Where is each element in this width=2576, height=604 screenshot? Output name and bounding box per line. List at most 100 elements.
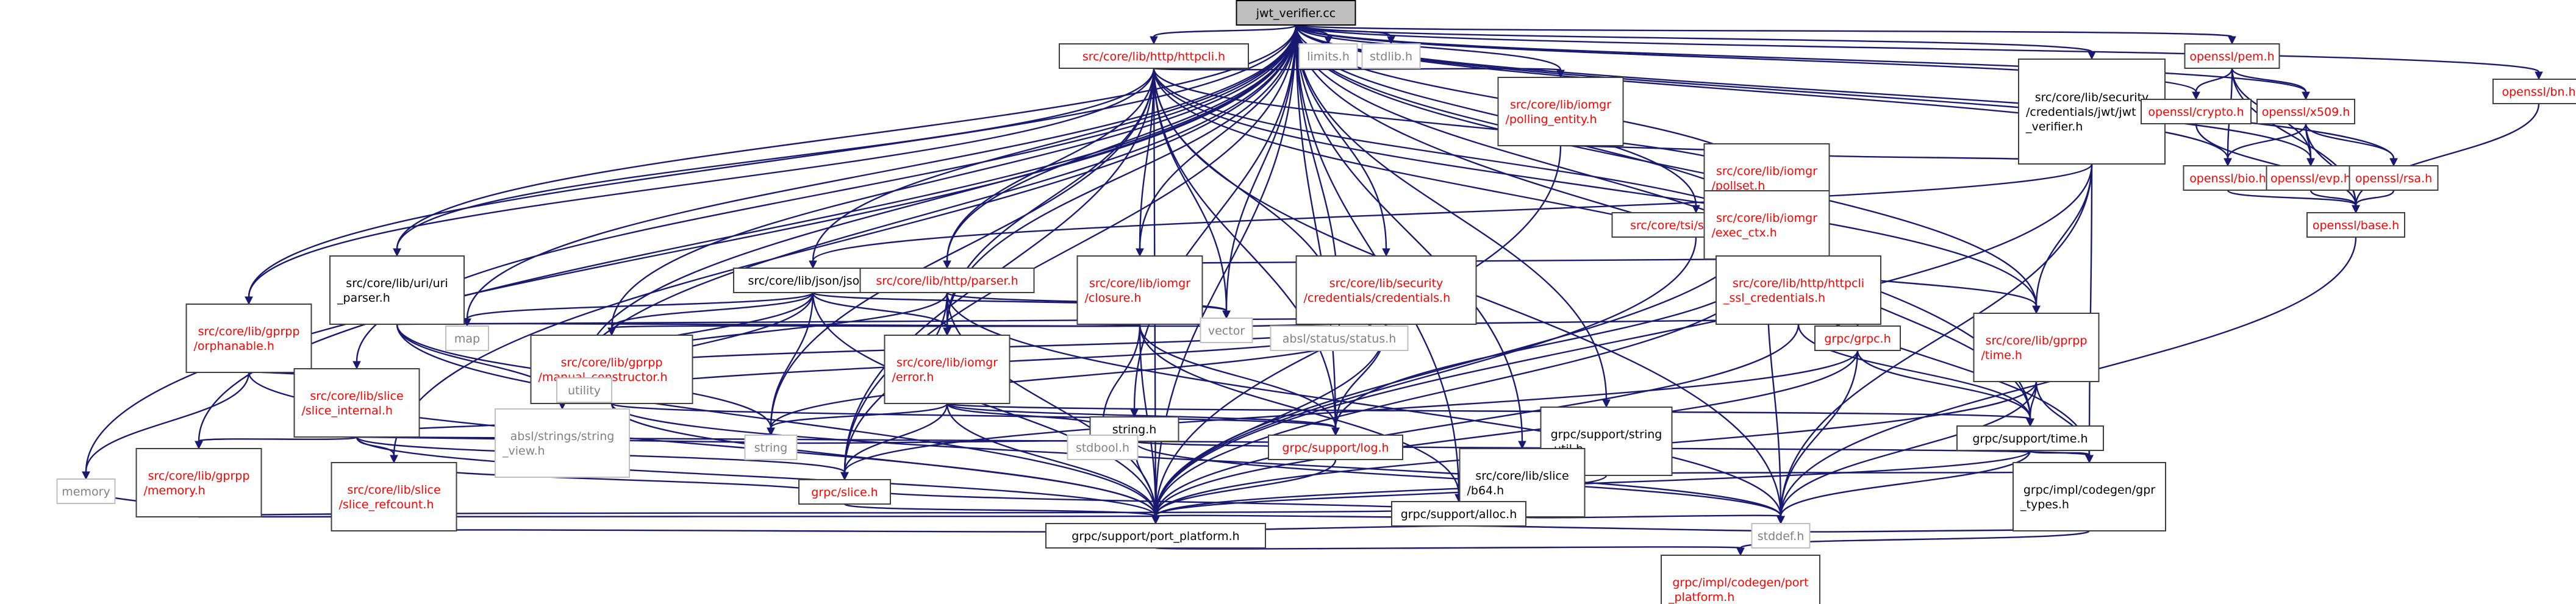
edge-arrowhead [809, 260, 817, 269]
node-openssl_bio_h[interactable]: openssl/bio.h [2183, 165, 2273, 191]
node-box [1716, 255, 1881, 325]
edge-json_h-to-manual_constructor_h [610, 292, 814, 329]
node-codegen_port_platform_h[interactable]: grpc/impl/codegen/port_platform.h [1661, 555, 1820, 604]
edge-http_parser_h-to-stddef_h [946, 292, 1782, 517]
edge-gprpp_memory_h-to-support_alloc_h [198, 508, 1460, 518]
node-box [2184, 43, 2280, 69]
edge-arrowhead [393, 248, 401, 257]
edge-jwt_verifier_cc-to-support_log_h [1295, 24, 1337, 428]
edge-grpc_grpc_h-to-port_platform_h [1154, 350, 1859, 517]
node-limits_h: limits.h [1298, 43, 1358, 69]
node-orphanable_h[interactable]: src/core/lib/gprpp/orphanable.h [185, 304, 312, 373]
node-closure_h[interactable]: src/core/lib/iomgr/closure.h [1076, 255, 1203, 325]
node-openssl_rsa_h[interactable]: openssl/rsa.h [2349, 165, 2439, 191]
node-label: limits.h [1307, 50, 1350, 63]
node-httpcli_h[interactable]: src/core/lib/http/httpcli.h [1059, 43, 1249, 69]
node-support_log_h[interactable]: grpc/support/log.h [1268, 435, 1403, 460]
node-box [185, 304, 312, 373]
node-label: src/core/lib/iomgr [896, 356, 998, 369]
edge-jwt_verifier_cc-to-grpc_slice_h [843, 24, 1297, 473]
edge-jwt_verifier_h-to-json_h [812, 163, 2093, 261]
node-http_parser_h[interactable]: src/core/lib/http/parser.h [859, 268, 1035, 293]
node-label: _view.h [502, 444, 545, 458]
edge-openssl_bio_h-to-openssl_base_h [2227, 189, 2357, 207]
node-grpc_slice_h[interactable]: grpc/slice.h [798, 479, 891, 505]
edge-jwt_verifier_cc-to-slice_b64_h [1295, 24, 1523, 442]
node-box [1076, 255, 1203, 325]
node-label: src/core/lib/gprpp [1986, 334, 2088, 347]
node-openssl_x509_h[interactable]: openssl/x509.h [2256, 99, 2355, 124]
edge-grpc_slice_h-to-port_platform_h [843, 503, 1157, 517]
edge-httpcli_ssl_h-to-support_time_h [1797, 324, 2031, 419]
edge-httpcli_h-to-orphanable_h [248, 68, 1155, 297]
node-memory: memory [56, 478, 116, 504]
node-box [135, 448, 262, 517]
node-grpc_grpc_h[interactable]: grpc/grpc.h [1814, 325, 1901, 351]
node-label: _ssl_credentials.h [1723, 291, 1825, 305]
edge-arrowhead [2224, 158, 2232, 167]
edge-port_platform_h-to-codegen_port_platform_h [1154, 546, 1742, 550]
edge-jwt_verifier_cc-to-openssl_pem_h [1295, 24, 2233, 38]
node-label: src/core/lib/iomgr [1089, 277, 1190, 290]
edge-tsi_ssl_types_h-to-port_platform_h [1154, 236, 1697, 517]
node-exec_ctx_h[interactable]: src/core/lib/iomgr/exec_ctx.h [1703, 190, 1830, 260]
node-label: src/core/lib/uri/uri [346, 277, 448, 290]
node-box [2256, 99, 2355, 124]
edge-arrowhead [1150, 36, 1158, 45]
node-label: src/core/lib/http/httpcli.h [1082, 50, 1225, 63]
node-polling_entity_h[interactable]: src/core/lib/iomgr/polling_entity.h [1497, 77, 1624, 146]
node-label: /polling_entity.h [1506, 113, 1597, 126]
edge-closure_h-to-support_alloc_h [1139, 324, 1460, 495]
node-httpcli_ssl_h[interactable]: src/core/lib/http/httpcli_ssl_credential… [1716, 255, 1881, 325]
node-box [1751, 523, 1811, 549]
node-label: _verifier.h [2025, 120, 2083, 133]
node-label: openssl/x509.h [2262, 105, 2350, 119]
node-openssl_base_h[interactable]: openssl/base.h [2306, 212, 2405, 238]
node-box [1236, 0, 1356, 26]
edge-arrowhead [943, 327, 951, 336]
node-label: grpc/impl/codegen/port [1672, 576, 1808, 589]
node-label: grpc/support/string [1551, 428, 1662, 441]
edge-jwt_verifier_h-to-stddef_h [1780, 163, 2093, 517]
node-openssl_bn_h[interactable]: openssl/bn.h [2492, 79, 2576, 104]
node-box [1045, 523, 1266, 549]
edge-httpcli_h-to-uri_parser_h [396, 68, 1155, 249]
node-openssl_evp_h[interactable]: openssl/evp.h [2266, 165, 2356, 191]
edge-jwt_verifier_h-to-port_platform_h [1154, 163, 2093, 517]
edge-arrowhead [2352, 205, 2360, 214]
edge-arrowhead [2088, 51, 2096, 60]
node-box [556, 377, 612, 403]
node-label: /time.h [1981, 349, 2022, 362]
node-slice_refcount_h[interactable]: src/core/lib/slice/slice_refcount.h [331, 462, 457, 531]
node-label: /orphanable.h [194, 339, 274, 353]
edge-jwt_verifier_cc-to-httpcli_h [1153, 24, 1297, 38]
node-box [495, 408, 630, 478]
edge-openssl_x509_h-to-openssl_rsa_h [2305, 123, 2395, 159]
edge-arrowhead [463, 318, 471, 327]
node-box [1295, 255, 1477, 325]
node-label: src/core/lib/slice [347, 483, 440, 497]
node-label: openssl/pem.h [2189, 50, 2274, 63]
node-slice_internal_h[interactable]: src/core/lib/slice/slice_internal.h [293, 368, 420, 438]
edge-jwt_verifier_cc-to-orphanable_h [248, 24, 1297, 297]
node-box [331, 462, 457, 531]
edge-arrowhead [2085, 455, 2094, 464]
node-label: grpc/support/alloc.h [1401, 508, 1517, 521]
edge-iomgr_error_h-to-support_log_h [946, 402, 1337, 429]
node-vector: vector [1200, 318, 1253, 343]
node-iomgr_error_h[interactable]: src/core/lib/iomgr/error.h [884, 335, 1011, 404]
node-box [1391, 501, 1526, 527]
edge-arrowhead [607, 327, 616, 336]
node-openssl_crypto_h[interactable]: openssl/crypto.h [2141, 99, 2252, 124]
node-gprpp_memory_h[interactable]: src/core/lib/gprpp/memory.h [135, 448, 262, 517]
edge-iomgr_error_h-to-grpc_slice_h [843, 403, 948, 473]
node-box [329, 255, 465, 325]
node-box [1067, 435, 1139, 460]
node-openssl_pem_h[interactable]: openssl/pem.h [2184, 43, 2280, 69]
edge-arrowhead [1518, 441, 1526, 450]
node-string_view_h: absl/strings/string_view.h [495, 408, 630, 478]
node-gprpp_time_h[interactable]: src/core/lib/gprpp/time.h [1973, 313, 2100, 382]
edge-httpcli_h-to-support_log_h [1153, 68, 1337, 428]
node-credentials_h[interactable]: src/core/lib/security/credentials/creden… [1295, 255, 1477, 325]
